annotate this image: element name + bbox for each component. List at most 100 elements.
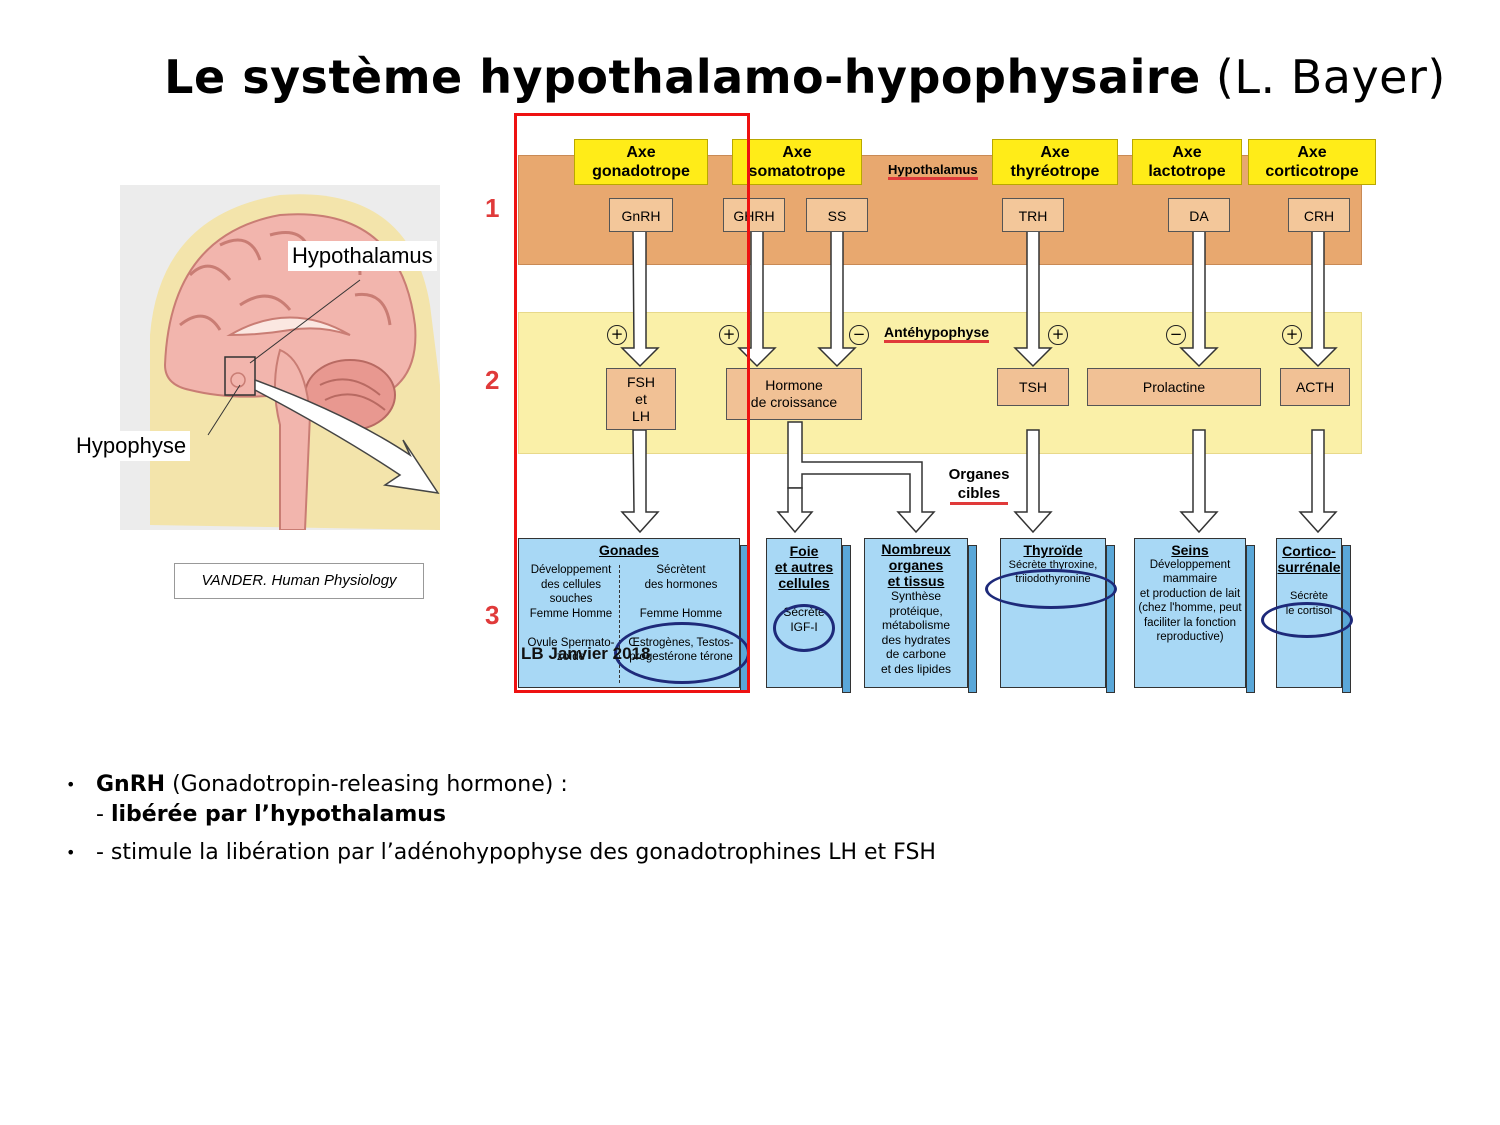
- cortico-title-1: Cortico-: [1282, 543, 1336, 559]
- fsh-line1: FSH: [627, 374, 655, 390]
- label-antehypophyse-band: Antéhypophyse: [884, 324, 990, 343]
- hormone-da: DA: [1168, 198, 1230, 232]
- sign-plus-ghrh: +: [719, 325, 739, 345]
- organes-line1: Organes: [948, 466, 1010, 483]
- axes-diagram: 1 2 3 Axe gonadotrope Axe somatotrope Ax…: [476, 110, 1376, 710]
- pituitary-prolactine: Prolactine: [1087, 368, 1261, 406]
- nombreux-body-1: Synthèse: [890, 589, 942, 603]
- bullet-dot: •: [66, 775, 76, 794]
- gh-line2: de croissance: [750, 394, 838, 410]
- gonades-divider: [619, 565, 620, 683]
- label-hypothalamus-band: Hypothalamus: [888, 162, 978, 180]
- hormone-ghrh: GHRH: [723, 198, 785, 232]
- target-thyroide: Thyroïde Sécrète thyroxine, triiodothyro…: [1000, 538, 1115, 693]
- sign-minus-da: −: [1166, 325, 1186, 345]
- bullet-2: • - stimule la libération par l’adénohyp…: [66, 838, 1266, 868]
- target-nombreux: Nombreux organes et tissus Synthèse prot…: [864, 538, 977, 693]
- highlight-ellipse-cortico: [1261, 602, 1353, 638]
- sign-plus-gonado: +: [607, 325, 627, 345]
- gonades-right-1: Sécrètent: [656, 564, 706, 576]
- foie-title-3: cellules: [778, 575, 830, 591]
- sign-plus-crh: +: [1282, 325, 1302, 345]
- brain-illustration: [120, 185, 440, 531]
- gonades-title: Gonades: [599, 542, 659, 558]
- bullet-list: • GnRH (Gonadotropin-releasing hormone) …: [66, 770, 1266, 876]
- cortico-body-1: Sécrète: [1290, 590, 1328, 602]
- gonades-right-3: Femme Homme: [639, 607, 723, 620]
- gonades-left-4: Femme Homme: [529, 607, 613, 620]
- nombreux-body-6: et des lipides: [880, 661, 952, 676]
- axis-gonadotrope: Axe gonadotrope: [574, 139, 708, 185]
- gonades-left-5: Ovule Spermato-: [527, 636, 615, 649]
- cortico-title-2: surrénale: [1277, 559, 1341, 575]
- seins-body-6: reproductive): [1156, 631, 1224, 643]
- bullet-1-text: (Gonadotropin-releasing hormone) :: [165, 772, 568, 797]
- bullet-1-sub-dash: -: [96, 802, 111, 827]
- foie-title-2: et autres: [774, 559, 834, 575]
- sign-minus-ss: −: [849, 325, 869, 345]
- axis-corticotrope: Axe corticotrope: [1248, 139, 1376, 185]
- seins-body: Développement mammaire et production de …: [1135, 558, 1245, 645]
- nombreux-body: Synthèse protéique, métabolisme des hydr…: [865, 589, 967, 676]
- axis-somatotrope: Axe somatotrope: [732, 139, 862, 185]
- axis-corticotrope-l2: corticotrope: [1265, 163, 1359, 180]
- level-2: 2: [485, 365, 500, 395]
- axis-gonadotrope-l1: Axe: [626, 144, 656, 161]
- highlight-box-gonadotrope: [514, 113, 750, 693]
- cortico-title: Cortico- surrénale: [1277, 543, 1341, 575]
- pituitary-tsh: TSH: [997, 368, 1069, 406]
- hormone-ss: SS: [806, 198, 868, 232]
- label-hypothalamus: Hypothalamus: [288, 241, 437, 271]
- pituitary-acth: ACTH: [1280, 368, 1350, 406]
- seins-body-2: mammaire: [1162, 573, 1218, 585]
- nombreux-title-3: et tissus: [887, 573, 945, 589]
- axis-gonadotrope-l2: gonadotrope: [592, 163, 690, 180]
- gonades-right-2: des hormones: [644, 578, 718, 591]
- hormone-trh: TRH: [1002, 198, 1064, 232]
- nombreux-title-1: Nombreux: [881, 541, 951, 557]
- nombreux-body-4: des hydrates: [881, 632, 951, 647]
- brain-sagittal-image: [120, 185, 440, 531]
- hormone-gnrh: GnRH: [609, 198, 673, 232]
- seins-body-1: Développement: [1149, 558, 1231, 571]
- level-3: 3: [485, 600, 500, 630]
- gonades-left: Développement des cellules souches Femme…: [521, 563, 621, 665]
- level-1: 1: [485, 193, 500, 223]
- seins-body-3: et production de lait: [1139, 587, 1241, 600]
- gonades-left-6: zoïde: [556, 651, 586, 663]
- axis-somatotrope-l2: somatotrope: [748, 163, 846, 180]
- gonades-left-3: souches: [549, 593, 593, 605]
- page-title: Le système hypothalamo-hypophysaire (L. …: [0, 50, 1500, 104]
- pituitary-fsh-lh: FSH et LH: [606, 368, 676, 430]
- foie-title-1: Foie: [789, 543, 819, 559]
- axis-thyreotrope: Axe thyréotrope: [992, 139, 1118, 185]
- bullet-1-bold: GnRH: [96, 772, 166, 797]
- label-hypophyse: Hypophyse: [72, 431, 191, 461]
- fsh-line2: et: [635, 391, 647, 407]
- gonades-left-2: des cellules: [540, 578, 602, 591]
- axis-corticotrope-l1: Axe: [1297, 144, 1327, 161]
- axis-lactotrope-l1: Axe: [1172, 144, 1202, 161]
- foie-title: Foie et autres cellules: [767, 543, 841, 591]
- fsh-line3: LH: [632, 408, 650, 424]
- nombreux-title-2: organes: [888, 557, 944, 573]
- thyroide-body-1: Sécrète thyroxine,: [1008, 558, 1098, 571]
- label-organes-cibles: Organes cibles: [934, 465, 1024, 505]
- hormone-crh: CRH: [1288, 198, 1350, 232]
- highlight-ellipse-thyroide: [985, 569, 1117, 609]
- nombreux-title: Nombreux organes et tissus: [865, 541, 967, 589]
- bullet-1: • GnRH (Gonadotropin-releasing hormone) …: [66, 770, 1266, 830]
- bullet-1-sub-bold: libérée par l’hypothalamus: [110, 802, 446, 827]
- sign-plus-trh: +: [1048, 325, 1068, 345]
- axis-thyreotrope-l1: Axe: [1040, 144, 1070, 161]
- seins-title: Seins: [1171, 542, 1209, 558]
- gh-line1: Hormone: [765, 377, 823, 393]
- axis-somatotrope-l1: Axe: [782, 144, 812, 161]
- axis-lactotrope: Axe lactotrope: [1132, 139, 1242, 185]
- bullet-dot: •: [66, 843, 76, 862]
- watermark: LB Janvier 2018: [521, 644, 651, 663]
- arrows-layer: [620, 229, 1338, 534]
- title-main: Le système hypothalamo-hypophysaire: [164, 50, 1201, 104]
- target-seins: Seins Développement mammaire et producti…: [1134, 538, 1255, 693]
- bullet-2-text: - stimule la libération par l’adénohypop…: [96, 840, 936, 865]
